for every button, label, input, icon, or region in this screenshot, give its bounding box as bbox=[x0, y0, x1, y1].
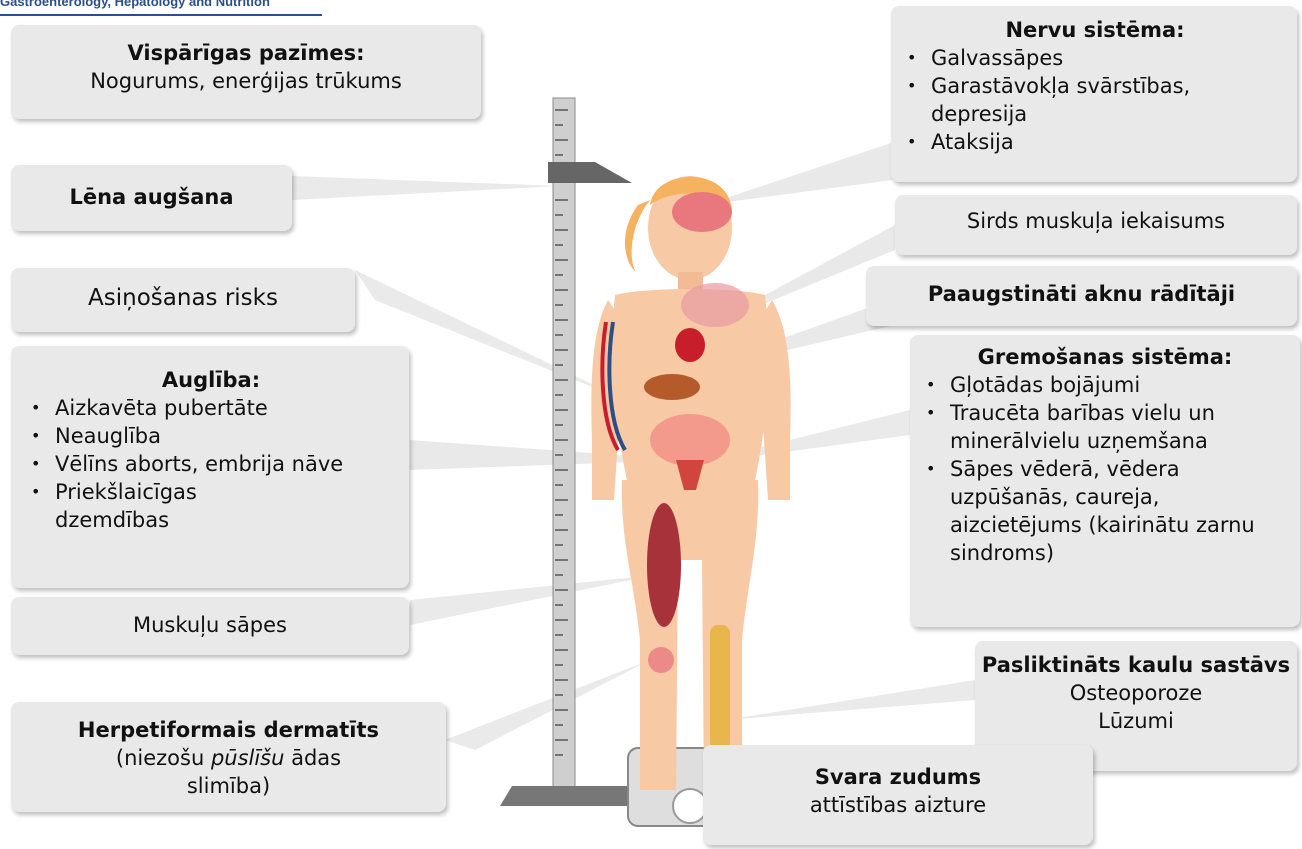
ponytail bbox=[625, 200, 650, 272]
pointer-muscle bbox=[410, 575, 655, 625]
list-item: Vēlīns aborts, embrija nāve bbox=[25, 450, 355, 478]
dermatitis-text-before: (niezošu bbox=[116, 746, 211, 770]
human-figure bbox=[591, 176, 790, 790]
list-item: Priekšlaicīgas dzemdības bbox=[25, 478, 315, 534]
general-symptoms-box: Vispārīgas pazīmes: Nogurums, enerģijas … bbox=[11, 25, 481, 119]
bleeding-risk-text: Asiņošanas risks bbox=[11, 284, 355, 312]
skin-rash bbox=[648, 647, 674, 673]
general-symptoms-title: Vispārīgas pazīmes: bbox=[11, 39, 481, 67]
pointer-bone bbox=[725, 680, 975, 720]
list-item: Ataksija bbox=[901, 128, 1289, 156]
fertility-title: Auglība: bbox=[25, 366, 397, 394]
list-item: Aizkavēta pubertāte bbox=[25, 394, 397, 422]
ruler-head bbox=[548, 162, 632, 183]
dermatitis-title: Herpetiformais dermatīts bbox=[11, 716, 446, 744]
bone-composition-line1: Osteoporoze bbox=[975, 679, 1297, 707]
nervous-system-title: Nervu sistēma: bbox=[901, 16, 1289, 44]
pointer-dermatitis bbox=[445, 660, 650, 750]
weight-loss-box: Svara zudums attīstības aizture bbox=[703, 745, 1093, 845]
list-item: Gļotādas bojājumi bbox=[920, 371, 1290, 399]
dermatitis-text: (niezošu pūslīšu ādas slimība) bbox=[79, 744, 379, 800]
bone-composition-line2: Lūzumi bbox=[975, 707, 1297, 735]
brain bbox=[672, 192, 732, 232]
dermatitis-box: Herpetiformais dermatīts (niezošu pūslīš… bbox=[11, 702, 446, 812]
fertility-list: Aizkavēta pubertāte Neauglība Vēlīns abo… bbox=[25, 394, 397, 534]
liver-values-box: Paaugstināti aknu rādītāji bbox=[866, 266, 1297, 326]
heart bbox=[675, 328, 705, 362]
leg-bone bbox=[710, 625, 730, 750]
slow-growth-title: Lēna augšana bbox=[11, 183, 292, 211]
list-item: Garastāvokļa svārstības, depresija bbox=[901, 72, 1289, 128]
leg-muscle bbox=[647, 503, 681, 627]
heart-inflammation-text: Sirds muskuļa iekaisums bbox=[895, 207, 1297, 235]
digestive-system-list: Gļotādas bojājumi Traucēta barības vielu… bbox=[920, 371, 1290, 567]
muscle-pain-text: Muskuļu sāpes bbox=[11, 611, 409, 639]
bone-composition-title: Pasliktināts kaulu sastāvs bbox=[975, 651, 1297, 679]
bleeding-risk-box: Asiņošanas risks bbox=[11, 268, 355, 332]
general-symptoms-text: Nogurums, enerģijas trūkums bbox=[11, 67, 481, 95]
heart-inflammation-box: Sirds muskuļa iekaisums bbox=[895, 195, 1297, 255]
nervous-system-list: Galvassāpes Garastāvokļa svārstības, dep… bbox=[901, 44, 1289, 156]
liver bbox=[644, 374, 700, 400]
muscle-pain-box: Muskuļu sāpes bbox=[11, 597, 409, 655]
nervous-system-box: Nervu sistēma: Galvassāpes Garastāvokļa … bbox=[891, 6, 1297, 182]
liver-values-title: Paaugstināti aknu rādītāji bbox=[866, 280, 1297, 308]
fertility-box: Auglība: Aizkavēta pubertāte Neauglība V… bbox=[11, 346, 409, 588]
intestines bbox=[650, 414, 730, 466]
digestive-system-box: Gremošanas sistēma: Gļotādas bojājumi Tr… bbox=[910, 335, 1300, 627]
slow-growth-box: Lēna augšana bbox=[11, 165, 292, 231]
dermatitis-text-italic: pūslīšu bbox=[211, 746, 285, 770]
lungs bbox=[681, 283, 749, 327]
list-item: Galvassāpes bbox=[901, 44, 1289, 72]
weight-loss-title: Svara zudums bbox=[703, 763, 1093, 791]
pointer-growth bbox=[292, 176, 560, 200]
legs bbox=[622, 480, 758, 790]
digestive-system-title: Gremošanas sistēma: bbox=[920, 343, 1290, 371]
list-item: Traucēta barības vielu un minerālvielu u… bbox=[920, 399, 1250, 455]
list-item: Sāpes vēderā, vēdera uzpūšanās, caureja,… bbox=[920, 455, 1280, 567]
weight-loss-text: attīstības aizture bbox=[703, 791, 1093, 819]
list-item: Neauglība bbox=[25, 422, 397, 450]
